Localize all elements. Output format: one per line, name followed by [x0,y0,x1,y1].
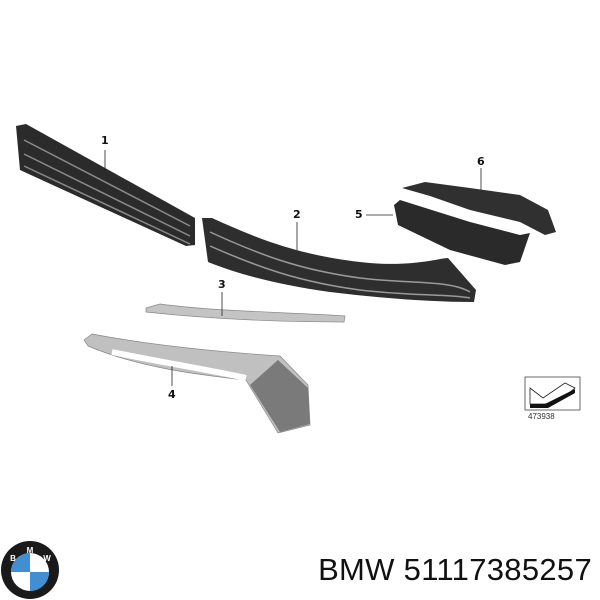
part-6-bracket[interactable] [402,182,556,235]
callout-6: 6 [477,155,485,168]
view-direction-arrow-icon [524,376,581,411]
bmw-logo: M B W [1,541,59,599]
part-1-grille-left[interactable] [16,124,195,246]
part-number-title: BMW 51117385257 [318,552,592,587]
callout-2: 2 [293,208,301,221]
part-4-trim-frame[interactable] [83,333,311,434]
callout-4: 4 [168,388,176,401]
svg-text:W: W [43,554,51,563]
svg-text:B: B [10,554,16,563]
reference-number: 473938 [528,412,555,421]
leader-lines [104,150,482,386]
part-5-bracket[interactable] [394,200,530,265]
callout-5: 5 [355,208,363,221]
callout-3: 3 [218,278,226,291]
svg-text:M: M [27,546,34,555]
part-3-trim-strip[interactable] [145,303,346,323]
part-2-grille-right[interactable] [202,218,476,302]
callout-1: 1 [101,134,109,147]
